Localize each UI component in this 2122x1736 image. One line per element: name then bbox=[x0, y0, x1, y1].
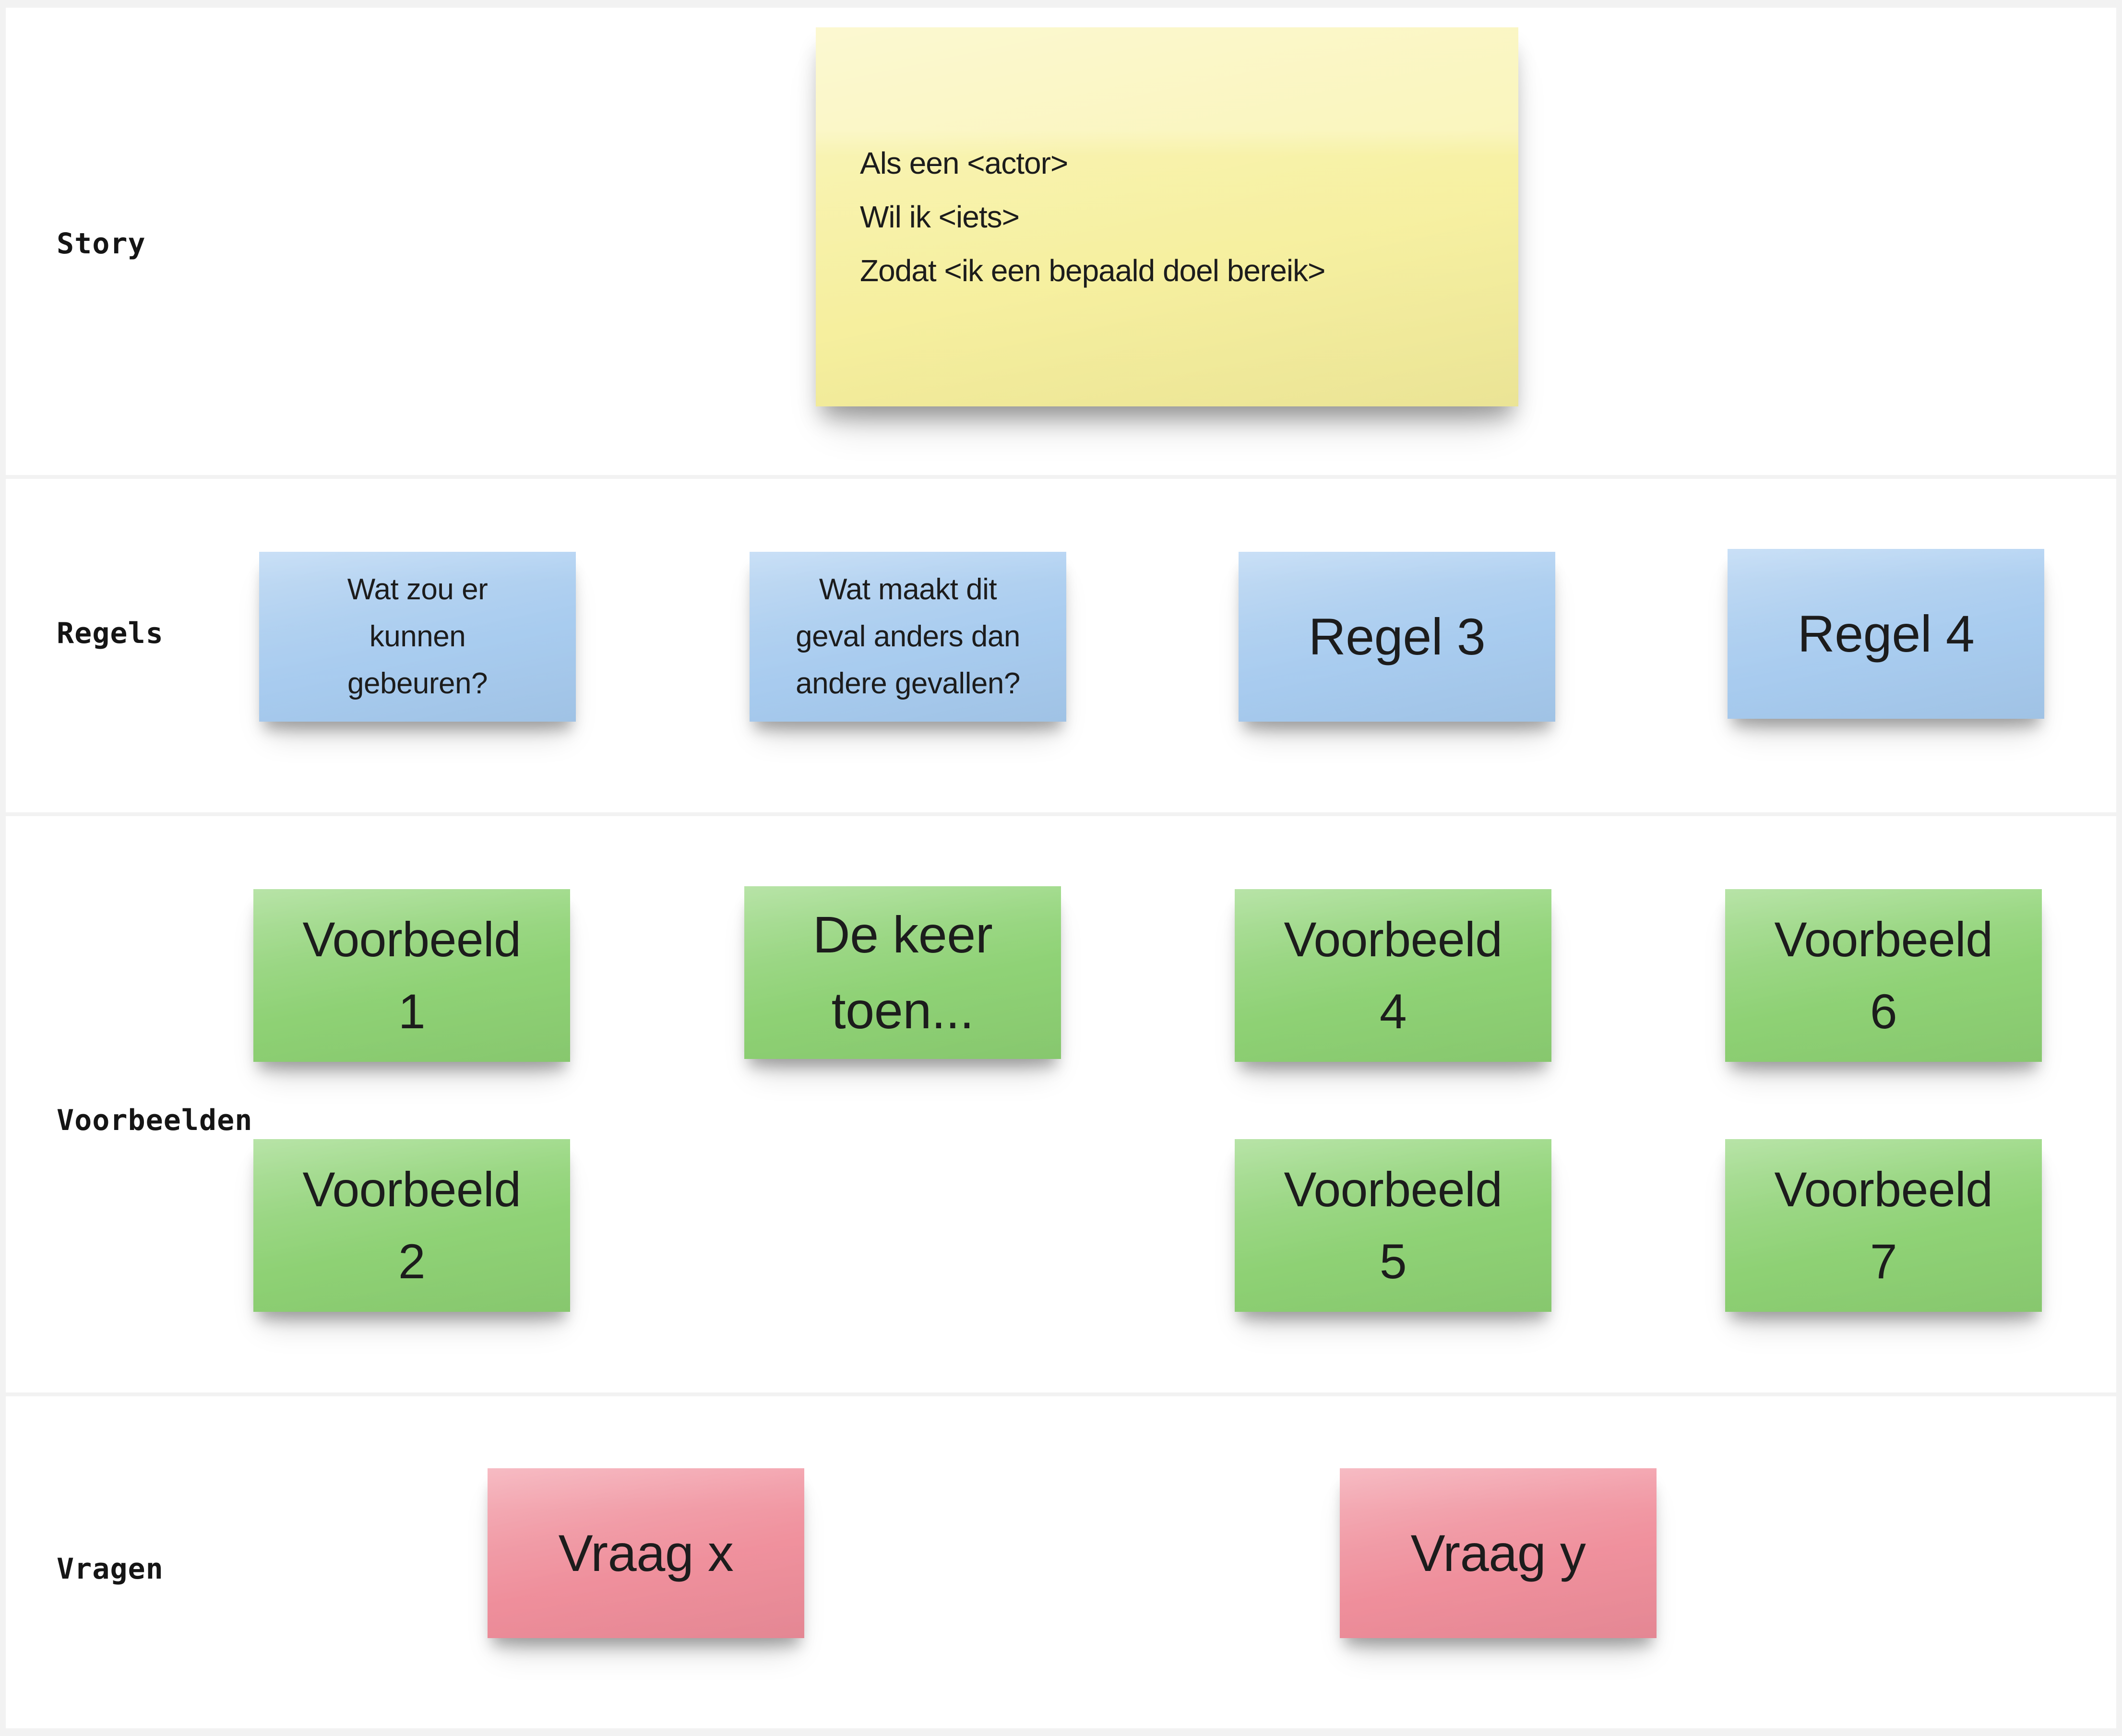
note-line: Regel 3 bbox=[1308, 607, 1486, 666]
example-note-7[interactable]: Voorbeeld 7 bbox=[1725, 1139, 2042, 1312]
note-line: 1 bbox=[398, 984, 426, 1039]
note-line: geval anders dan bbox=[796, 620, 1020, 653]
note-line: Voorbeeld bbox=[1774, 1162, 1993, 1217]
note-line: Als een <actor> bbox=[860, 146, 1068, 180]
question-note-x[interactable]: Vraag x bbox=[488, 1468, 804, 1638]
row-label-voorbeelden: Voorbeelden bbox=[57, 1104, 253, 1137]
note-line: gebeuren? bbox=[347, 667, 488, 700]
rule-note-4[interactable]: Regel 4 bbox=[1728, 549, 2044, 719]
note-line: 6 bbox=[1870, 984, 1897, 1039]
note-line: 2 bbox=[398, 1234, 426, 1289]
row-label-regels: Regels bbox=[57, 617, 164, 650]
note-line: toen... bbox=[831, 981, 974, 1039]
note-line: Vraag y bbox=[1410, 1524, 1586, 1582]
note-line: 7 bbox=[1870, 1234, 1897, 1289]
note-line: Voorbeeld bbox=[1284, 1162, 1502, 1217]
row-label-vragen: Vragen bbox=[57, 1552, 164, 1586]
example-note-4[interactable]: Voorbeeld 4 bbox=[1235, 889, 1551, 1062]
note-line: Vraag x bbox=[558, 1524, 734, 1582]
note-line: Wil ik <iets> bbox=[860, 200, 1020, 234]
note-line: Voorbeeld bbox=[1774, 912, 1993, 967]
note-line: Regel 4 bbox=[1797, 605, 1975, 663]
example-note-de-keer-toen[interactable]: De keer toen... bbox=[744, 886, 1061, 1059]
note-line: Voorbeeld bbox=[302, 912, 521, 967]
note-line: Voorbeeld bbox=[302, 1162, 521, 1217]
example-note-1[interactable]: Voorbeeld 1 bbox=[253, 889, 570, 1062]
note-line: Zodat <ik een bepaald doel bereik> bbox=[860, 253, 1325, 288]
rule-note-3[interactable]: Regel 3 bbox=[1239, 552, 1555, 722]
row-questions bbox=[6, 1396, 2116, 1728]
example-note-5[interactable]: Voorbeeld 5 bbox=[1235, 1139, 1551, 1312]
note-line: 5 bbox=[1379, 1234, 1407, 1289]
note-line: kunnen bbox=[369, 620, 466, 653]
example-note-2[interactable]: Voorbeeld 2 bbox=[253, 1139, 570, 1312]
note-line: andere gevallen? bbox=[796, 667, 1020, 700]
rule-note-2[interactable]: Wat maakt dit geval anders dan andere ge… bbox=[750, 552, 1066, 722]
note-line: Wat zou er bbox=[347, 573, 488, 606]
question-note-y[interactable]: Vraag y bbox=[1340, 1468, 1657, 1638]
story-note[interactable]: Als een <actor> Wil ik <iets> Zodat <ik … bbox=[816, 27, 1518, 406]
note-line: Voorbeeld bbox=[1284, 912, 1502, 967]
rule-note-1[interactable]: Wat zou er kunnen gebeuren? bbox=[259, 552, 576, 722]
note-line: De keer bbox=[812, 905, 993, 963]
example-note-6[interactable]: Voorbeeld 6 bbox=[1725, 889, 2042, 1062]
note-line: 4 bbox=[1379, 984, 1407, 1039]
note-line: Wat maakt dit bbox=[819, 573, 997, 606]
row-label-story: Story bbox=[57, 227, 146, 261]
